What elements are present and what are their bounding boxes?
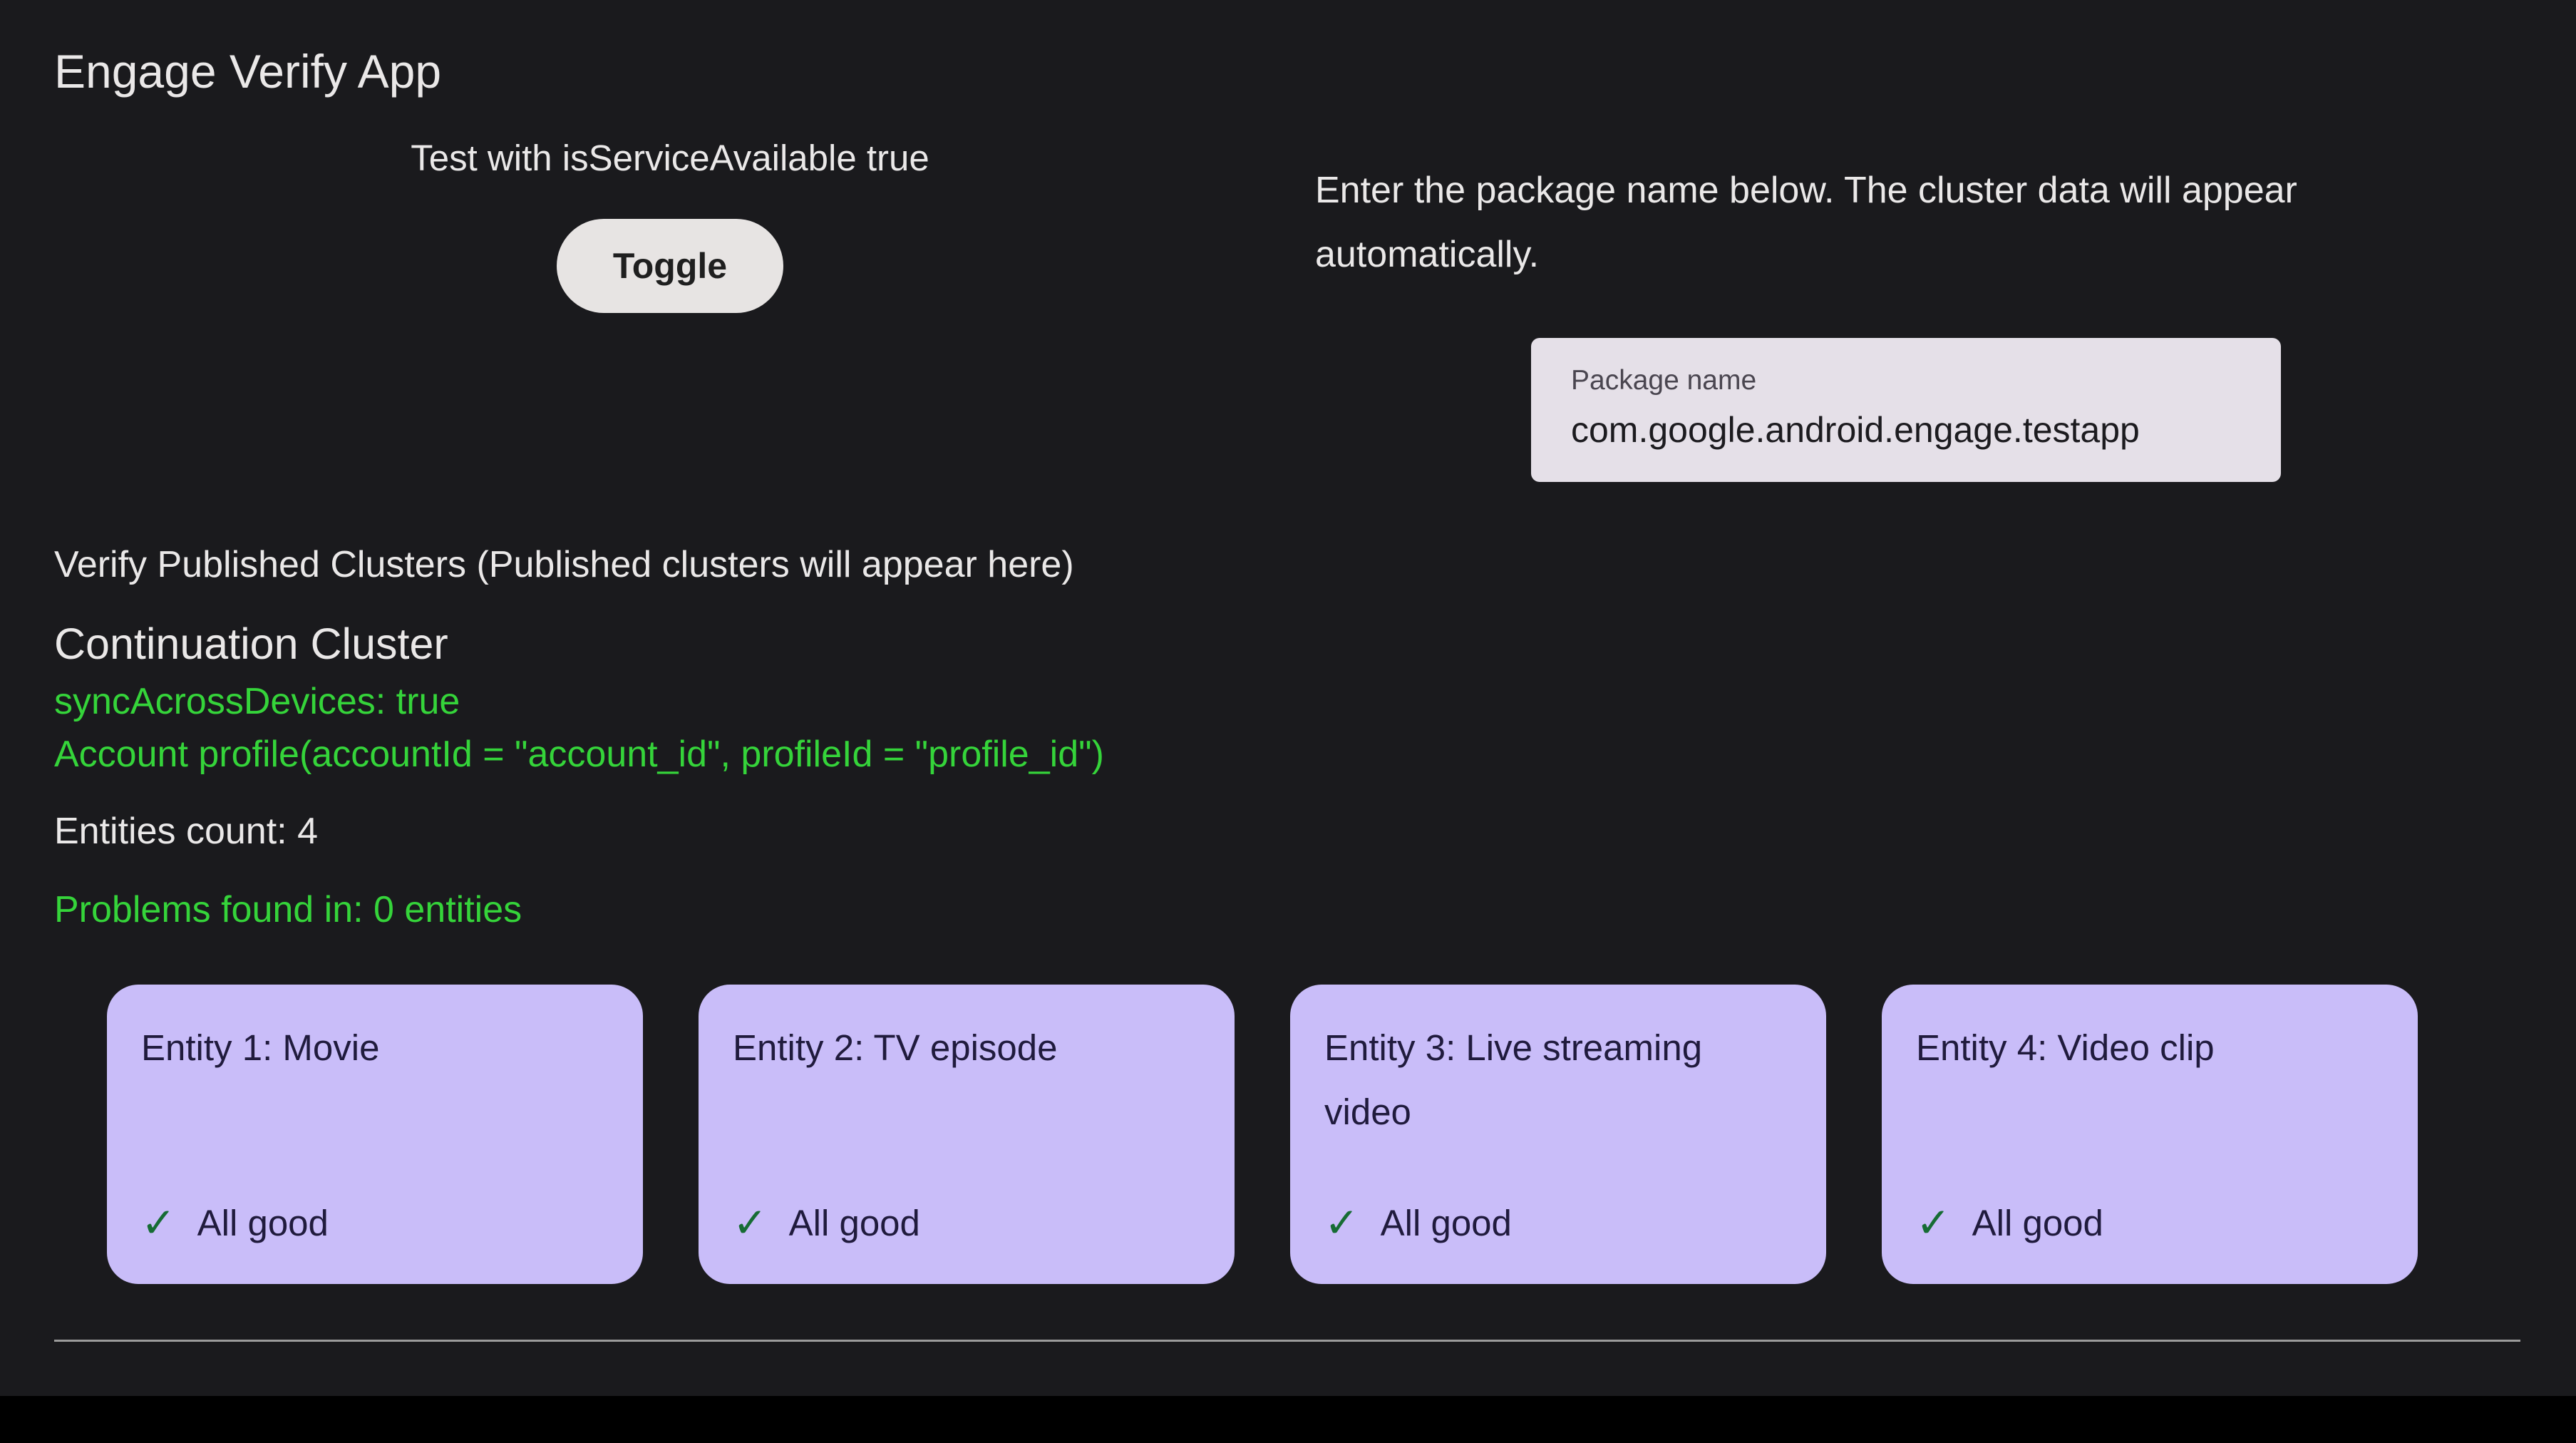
service-availability-section: Test with isServiceAvailable true Toggle xyxy=(299,137,1041,313)
check-icon: ✓ xyxy=(1324,1200,1359,1246)
entity-card-title: Entity 3: Live streaming video xyxy=(1324,1027,1703,1132)
entity-card-list: Entity 1: Movie ✓ All good Entity 2: TV … xyxy=(107,985,2418,1284)
entity-status: ✓ All good xyxy=(141,1198,609,1247)
service-availability-label: Test with isServiceAvailable true xyxy=(411,138,929,178)
entity-status: ✓ All good xyxy=(1324,1198,1792,1247)
entity-card-title: Entity 1: Movie xyxy=(141,1027,380,1068)
package-name-input[interactable] xyxy=(1571,409,2252,451)
entity-card-title: Entity 2: TV episode xyxy=(733,1027,1058,1068)
package-instructions: Enter the package name below. The cluste… xyxy=(1315,170,2297,275)
clusters-header: Verify Published Clusters (Published clu… xyxy=(54,544,1074,585)
entity-card: Entity 2: TV episode ✓ All good xyxy=(699,985,1235,1284)
package-name-field[interactable]: Package name xyxy=(1531,338,2281,482)
divider xyxy=(54,1340,2520,1342)
entity-card-title: Entity 4: Video clip xyxy=(1916,1027,2215,1068)
check-icon: ✓ xyxy=(1916,1200,1951,1246)
entity-card: Entity 4: Video clip ✓ All good xyxy=(1882,985,2418,1284)
entity-status: ✓ All good xyxy=(1916,1198,2384,1247)
entity-status: ✓ All good xyxy=(733,1198,1200,1247)
entity-card: Entity 3: Live streaming video ✓ All goo… xyxy=(1290,985,1826,1284)
toggle-button[interactable]: Toggle xyxy=(557,219,783,313)
sync-across-devices-line: syncAcrossDevices: true xyxy=(54,681,460,722)
clusters-section: Verify Published Clusters (Published clu… xyxy=(54,543,1104,931)
entity-status-label: All good xyxy=(197,1202,329,1243)
entities-count: Entities count: 4 xyxy=(54,811,318,852)
cluster-title: Continuation Cluster xyxy=(54,620,448,668)
entity-status-label: All good xyxy=(1380,1202,1512,1243)
entity-card: Entity 1: Movie ✓ All good xyxy=(107,985,643,1284)
entity-status-label: All good xyxy=(788,1202,920,1243)
account-profile-line: Account profile(accountId = "account_id"… xyxy=(54,734,1104,775)
check-icon: ✓ xyxy=(141,1200,176,1246)
package-name-label: Package name xyxy=(1571,365,1757,396)
entity-status-label: All good xyxy=(1972,1202,2103,1243)
problems-found-line: Problems found in: 0 entities xyxy=(54,889,522,930)
page-title: Engage Verify App xyxy=(54,45,442,98)
system-navigation-bar xyxy=(0,1396,2576,1443)
check-icon: ✓ xyxy=(733,1200,768,1246)
